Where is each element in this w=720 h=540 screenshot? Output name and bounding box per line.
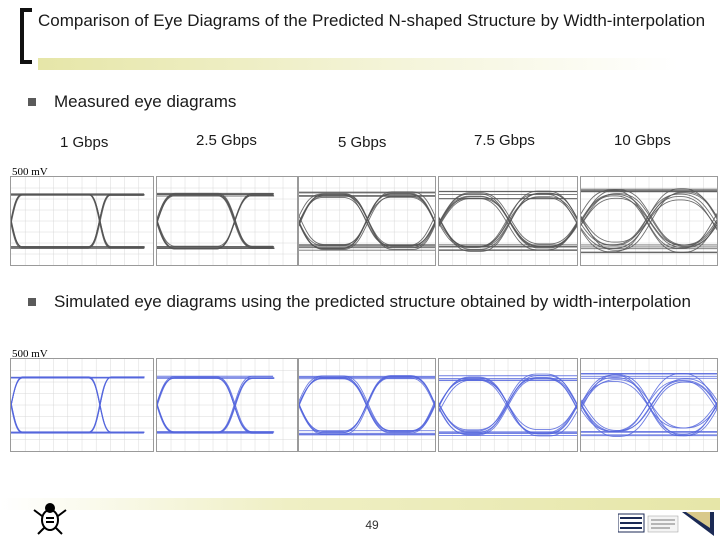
bullet-icon [28,298,36,306]
rate-label-10gbps: 10 Gbps [614,132,671,149]
mascot-logo-icon [33,503,67,535]
simulated-eye-10gbps [580,358,718,452]
rate-label-1gbps: 1 Gbps [60,134,109,151]
measured-top-voltage-label: 500 mV [12,166,48,178]
slide-title: Comparison of Eye Diagrams of the Predic… [38,11,706,30]
title-accent-rule [38,58,678,70]
measured-eye-10gbps [580,176,718,266]
simulated-eye-1gbps [10,358,154,452]
institution-logo-icon [618,512,714,536]
rate-label-2_5gbps: 2.5 Gbps [196,132,257,149]
rate-label-5gbps: 5 Gbps [338,134,387,151]
page-number: 49 [365,518,379,532]
title-bracket-icon [20,8,32,64]
rate-label-7_5gbps: 7.5 Gbps [474,132,535,149]
simulated-eye-5gbps [298,358,436,452]
measured-eye-5gbps [298,176,436,266]
simulated-eye-7_5gbps [438,358,578,452]
simulated-top-voltage-label: 500 mV [12,348,48,360]
simulated-eye-2_5gbps [156,358,298,452]
measured-eye-1gbps [10,176,154,266]
measured-eye-7_5gbps [438,176,578,266]
bullet-icon [28,98,36,106]
measured-eye-2_5gbps [156,176,298,266]
simulated-heading: Simulated eye diagrams using the predict… [54,292,691,311]
footer-accent-rule [0,498,720,510]
measured-heading: Measured eye diagrams [54,92,237,111]
